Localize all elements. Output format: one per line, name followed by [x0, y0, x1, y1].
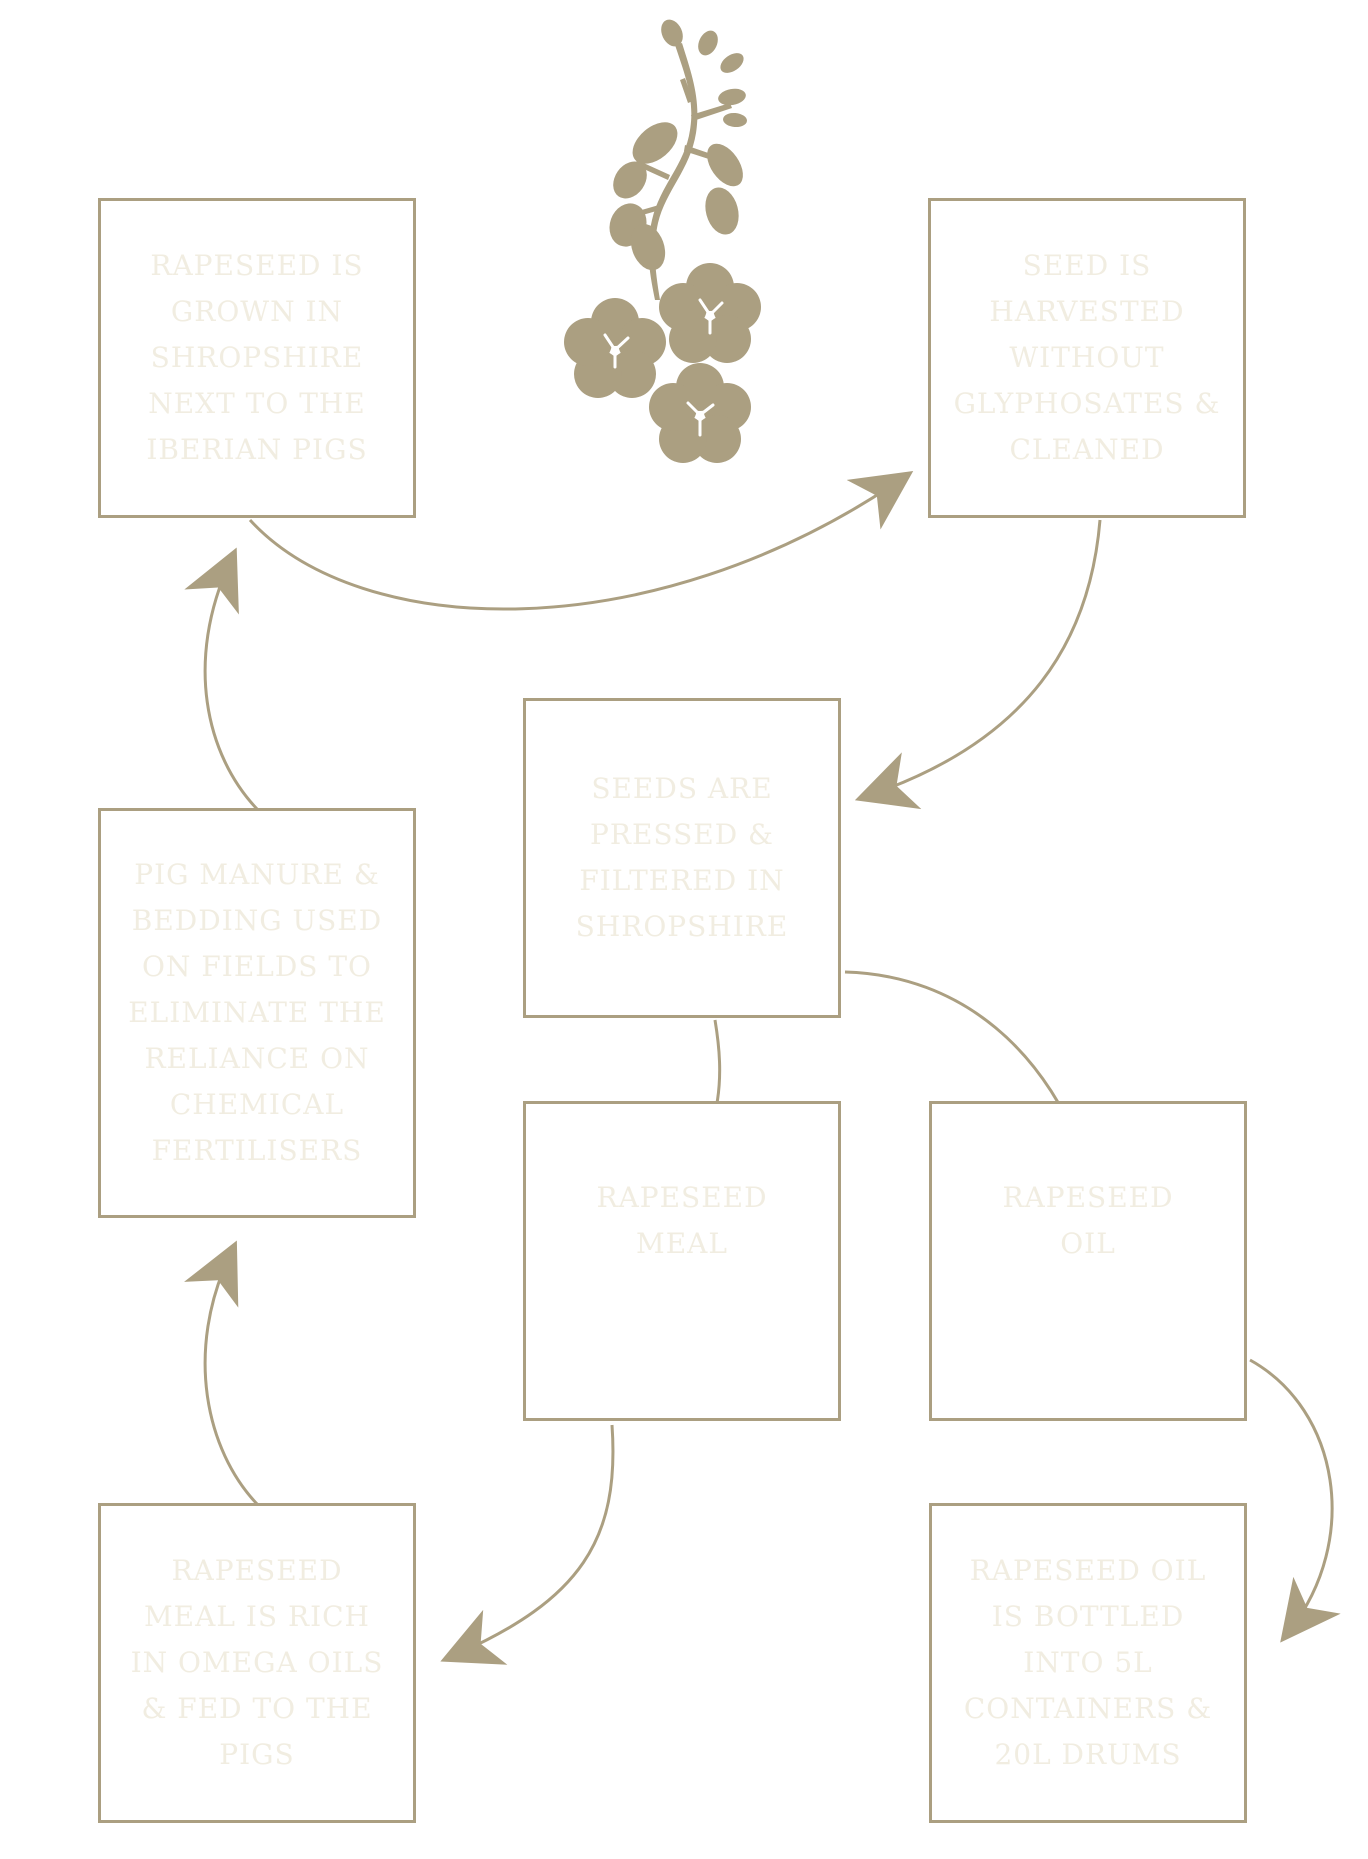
step-grown-label: RAPESEED IS GROWN IN SHROPSHIRE NEXT TO …	[146, 249, 368, 466]
step-box-meal-fed: RAPESEED MEAL IS RICH IN OMEGA OILS & FE…	[98, 1503, 416, 1823]
step-harvested-label: SEED IS HARVESTED WITHOUT GLYPHOSATES & …	[953, 249, 1221, 466]
step-bottled-label: RAPESEED OIL IS BOTTLED INTO 5L CONTAINE…	[963, 1554, 1213, 1771]
arrow-oil-to-bottled	[1249, 1358, 1341, 1643]
step-box-oil: RAPESEED OIL	[929, 1101, 1247, 1421]
step-box-manure: PIG MANURE & BEDDING USED ON FIELDS TO E…	[98, 808, 416, 1218]
step-box-meal: RAPESEED MEAL	[523, 1101, 841, 1421]
step-oil-label: RAPESEED OIL	[1002, 1181, 1174, 1260]
step-pressed-label: SEEDS ARE PRESSED & FILTERED IN SHROPSHI…	[575, 772, 789, 943]
step-meal-label: RAPESEED MEAL	[596, 1181, 768, 1260]
arrow-meal-fed-to-manure	[184, 1240, 260, 1507]
arrow-meal-to-meal-fed	[440, 1424, 615, 1665]
arrow-manure-to-grown	[184, 547, 260, 812]
step-meal-fed-label: RAPESEED MEAL IS RICH IN OMEGA OILS & FE…	[130, 1554, 384, 1771]
step-box-harvested: SEED IS HARVESTED WITHOUT GLYPHOSATES & …	[928, 198, 1246, 518]
arrow-harvested-to-pressed	[854, 519, 1102, 810]
step-box-grown: RAPESEED IS GROWN IN SHROPSHIRE NEXT TO …	[98, 198, 416, 518]
step-manure-label: PIG MANURE & BEDDING USED ON FIELDS TO E…	[128, 858, 386, 1167]
step-box-pressed: SEEDS ARE PRESSED & FILTERED IN SHROPSHI…	[523, 698, 841, 1018]
rapeseed-flower-icon	[564, 19, 761, 463]
step-box-bottled: RAPESEED OIL IS BOTTLED INTO 5L CONTAINE…	[929, 1503, 1247, 1823]
arrow-grown-to-harvested	[248, 471, 914, 611]
